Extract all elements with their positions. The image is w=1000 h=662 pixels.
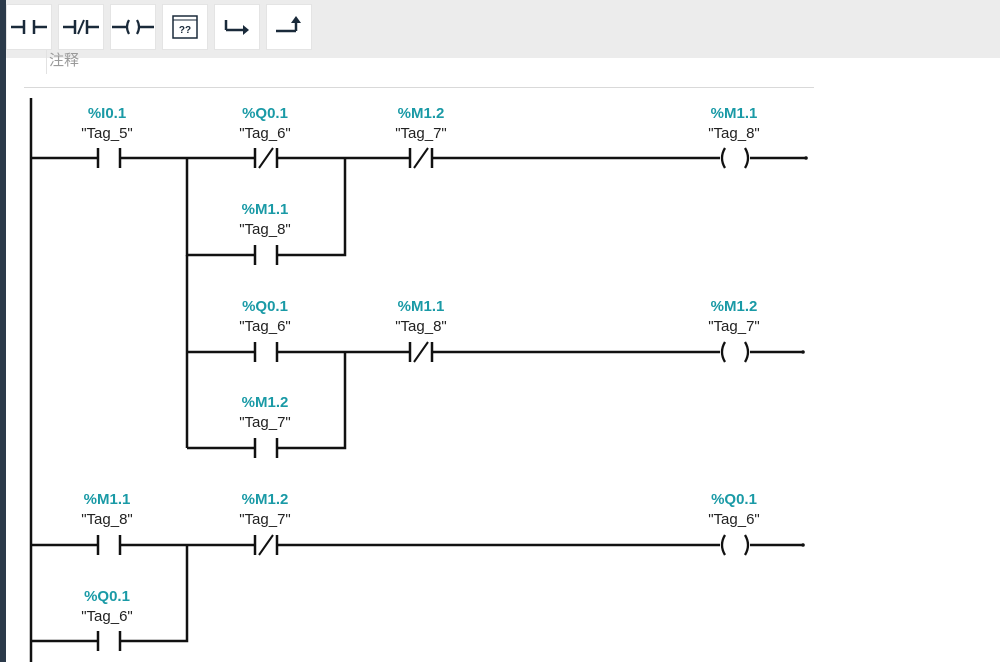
contact-tag: "Tag_8" bbox=[81, 511, 133, 528]
contact-address: %M1.1 bbox=[84, 491, 131, 508]
contact-no-m1-2-parallel[interactable] bbox=[253, 438, 279, 458]
coil-address: %M1.2 bbox=[711, 298, 758, 315]
nc-contact-button[interactable] bbox=[58, 4, 104, 50]
contact-no-q0-1-parallel[interactable] bbox=[96, 631, 122, 651]
no-contact-button[interactable] bbox=[6, 4, 52, 50]
contact-tag: "Tag_7" bbox=[239, 414, 291, 431]
contact-tag: "Tag_8" bbox=[395, 318, 447, 335]
rung-3-wires bbox=[31, 543, 803, 643]
contact-address: %M1.1 bbox=[242, 201, 289, 218]
network-comment-label[interactable]: 注释 bbox=[46, 50, 189, 74]
contact-nc-q0-1[interactable] bbox=[253, 147, 279, 169]
coil-tag: "Tag_7" bbox=[708, 318, 760, 335]
coil-q0-1[interactable] bbox=[720, 534, 750, 556]
close-branch-icon bbox=[276, 16, 301, 33]
contact-tag: "Tag_6" bbox=[81, 608, 133, 625]
close-branch-button[interactable] bbox=[266, 4, 312, 50]
open-branch-button[interactable] bbox=[214, 4, 260, 50]
rung-1-wires bbox=[31, 156, 806, 257]
rung-2: %Q0.1 "Tag_6" %M1.2 "Tag_7" %M1.1 "Tag_8… bbox=[185, 255, 805, 458]
contact-no-m1-1-parallel[interactable] bbox=[253, 245, 279, 265]
contact-address: %I0.1 bbox=[88, 105, 126, 122]
contact-nc-m1-1[interactable] bbox=[408, 341, 434, 363]
contact-address: %M1.2 bbox=[242, 394, 289, 411]
coil-icon bbox=[112, 19, 154, 35]
contact-address: %M1.2 bbox=[242, 491, 289, 508]
rung-2-end-dot bbox=[801, 350, 805, 354]
coil-address: %Q0.1 bbox=[711, 491, 757, 508]
contact-no-i0-1[interactable] bbox=[96, 148, 122, 168]
coil-tag: "Tag_8" bbox=[708, 125, 760, 142]
contact-address: %M1.2 bbox=[398, 105, 445, 122]
contact-address: %Q0.1 bbox=[84, 588, 130, 605]
coil-m1-2[interactable] bbox=[720, 341, 750, 363]
normally-open-contact-icon bbox=[11, 20, 47, 34]
rung-2-wires bbox=[185, 255, 803, 450]
rung-1: %I0.1 "Tag_5" %Q0.1 "Tag_6" %M1.1 "Tag_8… bbox=[31, 105, 808, 265]
coil-button[interactable] bbox=[110, 4, 156, 50]
contact-tag: "Tag_7" bbox=[395, 125, 447, 142]
contact-tag: "Tag_6" bbox=[239, 125, 291, 142]
network-separator bbox=[24, 87, 814, 88]
contact-nc-m1-2[interactable] bbox=[408, 147, 434, 169]
open-branch-icon bbox=[224, 20, 249, 35]
empty-box-icon: ?? bbox=[172, 15, 198, 39]
rung-1-end-dot bbox=[804, 156, 808, 160]
ladder-toolbar: ?? bbox=[6, 0, 1000, 58]
contact-address: %Q0.1 bbox=[242, 298, 288, 315]
coil-m1-1[interactable] bbox=[720, 147, 750, 169]
empty-box-label: ?? bbox=[179, 25, 191, 36]
coil-address: %M1.1 bbox=[711, 105, 758, 122]
normally-closed-contact-icon bbox=[63, 19, 99, 35]
contact-address: %Q0.1 bbox=[242, 105, 288, 122]
contact-tag: "Tag_7" bbox=[239, 511, 291, 528]
contact-tag: "Tag_6" bbox=[239, 318, 291, 335]
contact-no-m1-1[interactable] bbox=[96, 535, 122, 555]
rung-3-end-dot bbox=[801, 543, 805, 547]
empty-box-button[interactable]: ?? bbox=[162, 4, 208, 50]
contact-no-q0-1[interactable] bbox=[253, 342, 279, 362]
contact-tag: "Tag_5" bbox=[81, 125, 133, 142]
coil-tag: "Tag_6" bbox=[708, 511, 760, 528]
contact-nc-m1-2[interactable] bbox=[253, 534, 279, 556]
contact-tag: "Tag_8" bbox=[239, 221, 291, 238]
left-edge-strip bbox=[0, 0, 6, 662]
contact-address: %M1.1 bbox=[398, 298, 445, 315]
rung-3: %M1.1 "Tag_8" %Q0.1 "Tag_6" %M1.2 "Tag_7… bbox=[31, 491, 805, 651]
